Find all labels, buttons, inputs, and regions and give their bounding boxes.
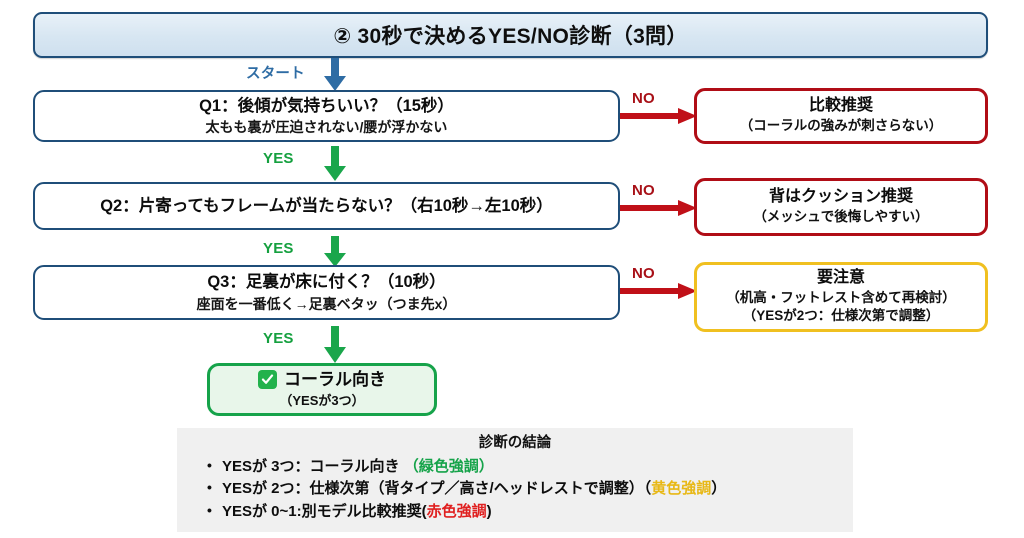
q2-no-label: NO — [632, 182, 655, 199]
start-arrow-icon — [324, 58, 346, 91]
result-1-main-text: 比較推奨 — [808, 97, 873, 115]
q2-main-text: Q2：片寄ってもフレームが当たらない？（右10秒→左10秒） — [100, 196, 553, 215]
q1-yes-label: YES — [263, 150, 294, 167]
diagram-title-banner: ② 30秒で決めるYES/NO診断（3問） — [33, 12, 988, 58]
result-2-main-text: 背はクッション推奨 — [768, 188, 913, 206]
q2-no-arrow-icon — [620, 200, 697, 216]
q1-main-text: Q1：後傾が気持ちいい？（15秒） — [199, 96, 454, 115]
summary-item-3-text: YESが 0~1:別モデル比較推奨( — [222, 503, 427, 521]
result-box-q1-no: 比較推奨 （コーラルの強みが刺さらない） — [694, 88, 988, 144]
terminal-main-text: コーラル向き — [284, 369, 386, 389]
q2-yes-arrow-icon — [324, 236, 346, 267]
summary-item-yes-0-1: YESが 0~1:別モデル比較推奨(赤色強調) — [207, 500, 853, 524]
summary-item-1-text: YESが 3つ：コーラル向き — [222, 457, 404, 475]
diagram-title-text: ② 30秒で決めるYES/NO診断（3問） — [333, 25, 688, 48]
summary-item-2-tail: ） — [711, 480, 727, 498]
result-box-q2-no: 背はクッション推奨 （メッシュで後悔しやすい） — [694, 178, 988, 236]
question-box-q2: Q2：片寄ってもフレームが当たらない？（右10秒→左10秒） — [33, 182, 620, 230]
terminal-main-row: コーラル向き — [258, 370, 386, 390]
q3-sub-text: 座面を一番低く→足裏ベタッ（つま先x） — [196, 295, 457, 312]
q3-yes-arrow-icon — [324, 326, 346, 363]
result-3-sub-text-1: （机高・フットレスト含めて再検討） — [726, 290, 956, 306]
q1-sub-text: 太もも裏が圧迫されない/腰が浮かない — [205, 119, 448, 136]
summary-item-1-highlight: （緑色強調） — [403, 457, 494, 475]
q3-yes-label: YES — [263, 330, 294, 347]
result-box-q3-no: 要注意 （机高・フットレスト含めて再検討） （YESが2つ：仕様次第で調整） — [694, 262, 988, 332]
q1-no-arrow-icon — [620, 108, 697, 124]
check-mark-icon — [258, 369, 277, 389]
summary-list: YESが 3つ：コーラル向き （緑色強調） YESが 2つ：仕様次第（背タイプ／… — [177, 455, 853, 524]
q2-yes-label: YES — [263, 240, 294, 257]
terminal-sub-text: （YESが3つ） — [279, 393, 365, 409]
summary-item-yes-3: YESが 3つ：コーラル向き （緑色強調） — [207, 455, 853, 479]
summary-title: 診断の結論 — [478, 435, 552, 451]
result-3-main-text: 要注意 — [816, 269, 865, 287]
summary-item-2-text: YESが 2つ：仕様次第（背タイプ／高さ/ヘッドレストで調整）（ — [222, 480, 652, 498]
summary-item-2-highlight: 黄色強調 — [651, 480, 712, 498]
q1-yes-arrow-icon — [324, 146, 346, 181]
result-1-sub-text: （コーラルの強みが刺さらない） — [739, 118, 943, 134]
q3-no-arrow-icon — [620, 283, 697, 299]
summary-panel: 診断の結論 YESが 3つ：コーラル向き （緑色強調） YESが 2つ：仕様次第… — [177, 428, 853, 532]
q1-no-label: NO — [632, 90, 655, 107]
q3-main-text: Q3：足裏が床に付く？（10秒） — [207, 273, 446, 292]
summary-item-3-highlight: 赤色強調 — [426, 503, 487, 521]
question-box-q3: Q3：足裏が床に付く？（10秒） 座面を一番低く→足裏ベタッ（つま先x） — [33, 265, 620, 320]
q3-no-label: NO — [632, 265, 655, 282]
summary-item-3-tail: ) — [486, 503, 492, 521]
result-2-sub-text: （メッシュで後悔しやすい） — [753, 209, 929, 225]
summary-item-yes-2: YESが 2つ：仕様次第（背タイプ／高さ/ヘッドレストで調整）（黄色強調） — [207, 477, 853, 501]
terminal-box-coral-recommended: コーラル向き （YESが3つ） — [207, 363, 437, 416]
question-box-q1: Q1：後傾が気持ちいい？（15秒） 太もも裏が圧迫されない/腰が浮かない — [33, 90, 620, 142]
start-label: スタート — [246, 66, 305, 82]
result-3-sub-text-2: （YESが2つ：仕様次第で調整） — [742, 308, 940, 324]
